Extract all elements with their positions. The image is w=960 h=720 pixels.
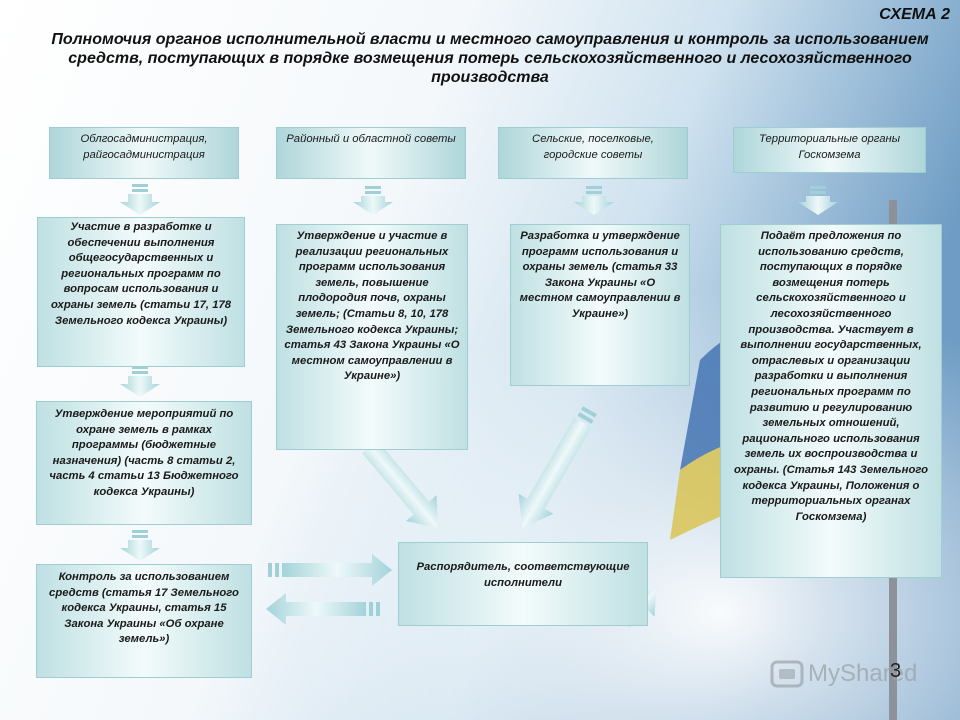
box-approval-regional: Утверждение и участие в реализации регио… [276, 224, 468, 450]
arrow-down-2 [353, 186, 393, 215]
header-district-councils: Районный и областной советы [276, 127, 466, 179]
arrow-down-3 [574, 186, 614, 215]
box-goskomzem-proposals: Подаёт предложения по использованию сред… [720, 224, 942, 578]
arrow-down-6 [120, 530, 160, 561]
header-oblast-admin: Облгосадминистрация, райгосадминистрация [49, 127, 239, 179]
box-approval-measures: Утверждение мероприятий по охране земель… [36, 401, 252, 525]
box-control-funds: Контроль за использованием средств (стат… [36, 564, 252, 678]
arrow-diagonal-right [518, 406, 597, 528]
page-title: Полномочия органов исполнительной власти… [51, 31, 929, 86]
watermark-text: MyShared [808, 660, 918, 687]
box-development-programs: Разработка и утверждение программ исполь… [510, 224, 690, 386]
arrow-down-5 [120, 366, 160, 397]
scheme-label: СХЕМА 2 [879, 6, 950, 23]
header-goskomzem: Территориальные органы Госкомзема [733, 127, 926, 173]
arrow-left-to-control [266, 593, 380, 625]
header-village-councils: Сельские, поселковые, городские советы [498, 127, 688, 179]
page-number: 3 [890, 660, 902, 682]
arrow-down-4 [798, 186, 838, 215]
watermark-logo-icon [770, 660, 804, 688]
arrow-right-to-center [268, 554, 392, 586]
box-executor: Распорядитель, соответствующие исполните… [398, 542, 648, 626]
box-participation-programs: Участие в разработке и обеспечении выпол… [37, 217, 245, 367]
arrow-down-1 [120, 184, 160, 215]
